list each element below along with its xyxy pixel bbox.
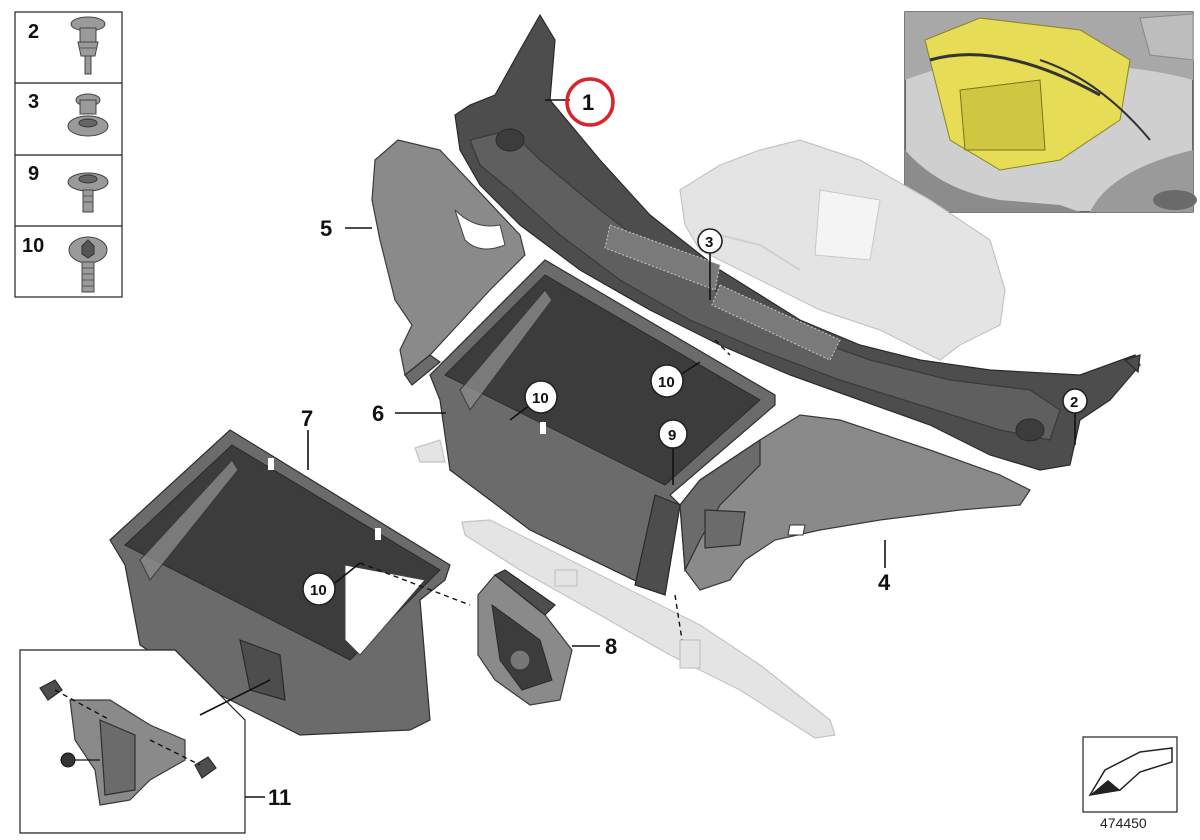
washer-screw-icon [67,172,109,213]
callout-8[interactable]: 8 [605,634,617,659]
vent-grille [604,224,841,361]
legend-label-3: 3 [28,91,39,113]
legend-row-10[interactable]: 10 [22,235,108,293]
callout-labels: 1 2 3 4 5 6 7 8 9 10 10 10 11 [268,77,1088,810]
callout-5[interactable]: 5 [320,216,332,241]
expanding-rivet-icon [67,93,109,137]
callout-6[interactable]: 6 [372,401,384,426]
heater-intake-housing-ghost [679,139,1006,361]
air-duct-part[interactable] [679,414,1031,591]
mounting-strip-ghost [461,519,836,739]
push-rivet-icon [70,16,106,75]
cowl-panel-part[interactable] [454,13,1141,471]
legend-label-10: 10 [22,235,44,257]
callout-4[interactable]: 4 [878,570,891,595]
torx-screw-icon [68,236,108,293]
legend-row-3[interactable]: 3 [28,91,109,137]
callout-11[interactable]: 11 [268,785,291,810]
mounting-bracket-part[interactable] [477,569,573,706]
lower-storage-box-part[interactable] [109,429,451,736]
orientation-arrow-box [1082,736,1178,813]
legend-label-9: 9 [28,163,39,185]
callout-3[interactable]: 3 [705,234,713,251]
clip-detail-inset[interactable] [19,649,246,834]
highlight-circle [565,77,615,127]
callout-10-upper-box[interactable]: 10 [532,390,549,407]
callout-10-rear-box[interactable]: 10 [658,374,675,391]
callout-10-lower-box[interactable]: 10 [310,582,327,599]
legend-row-2[interactable]: 2 [28,16,106,75]
side-cover-panel-part[interactable] [371,139,526,386]
diagram-number: 474450 [1100,815,1147,831]
callout-9[interactable]: 9 [668,427,676,444]
callout-1[interactable]: 1 [582,90,594,115]
callout-2[interactable]: 2 [1070,394,1078,411]
vehicle-location-thumbnail[interactable] [904,11,1197,213]
legend-row-9[interactable]: 9 [28,163,109,213]
fastener-legend: 2 3 9 [14,11,123,298]
callout-7[interactable]: 7 [301,406,313,431]
legend-label-2: 2 [28,21,39,43]
callout-leaders [199,99,1076,798]
